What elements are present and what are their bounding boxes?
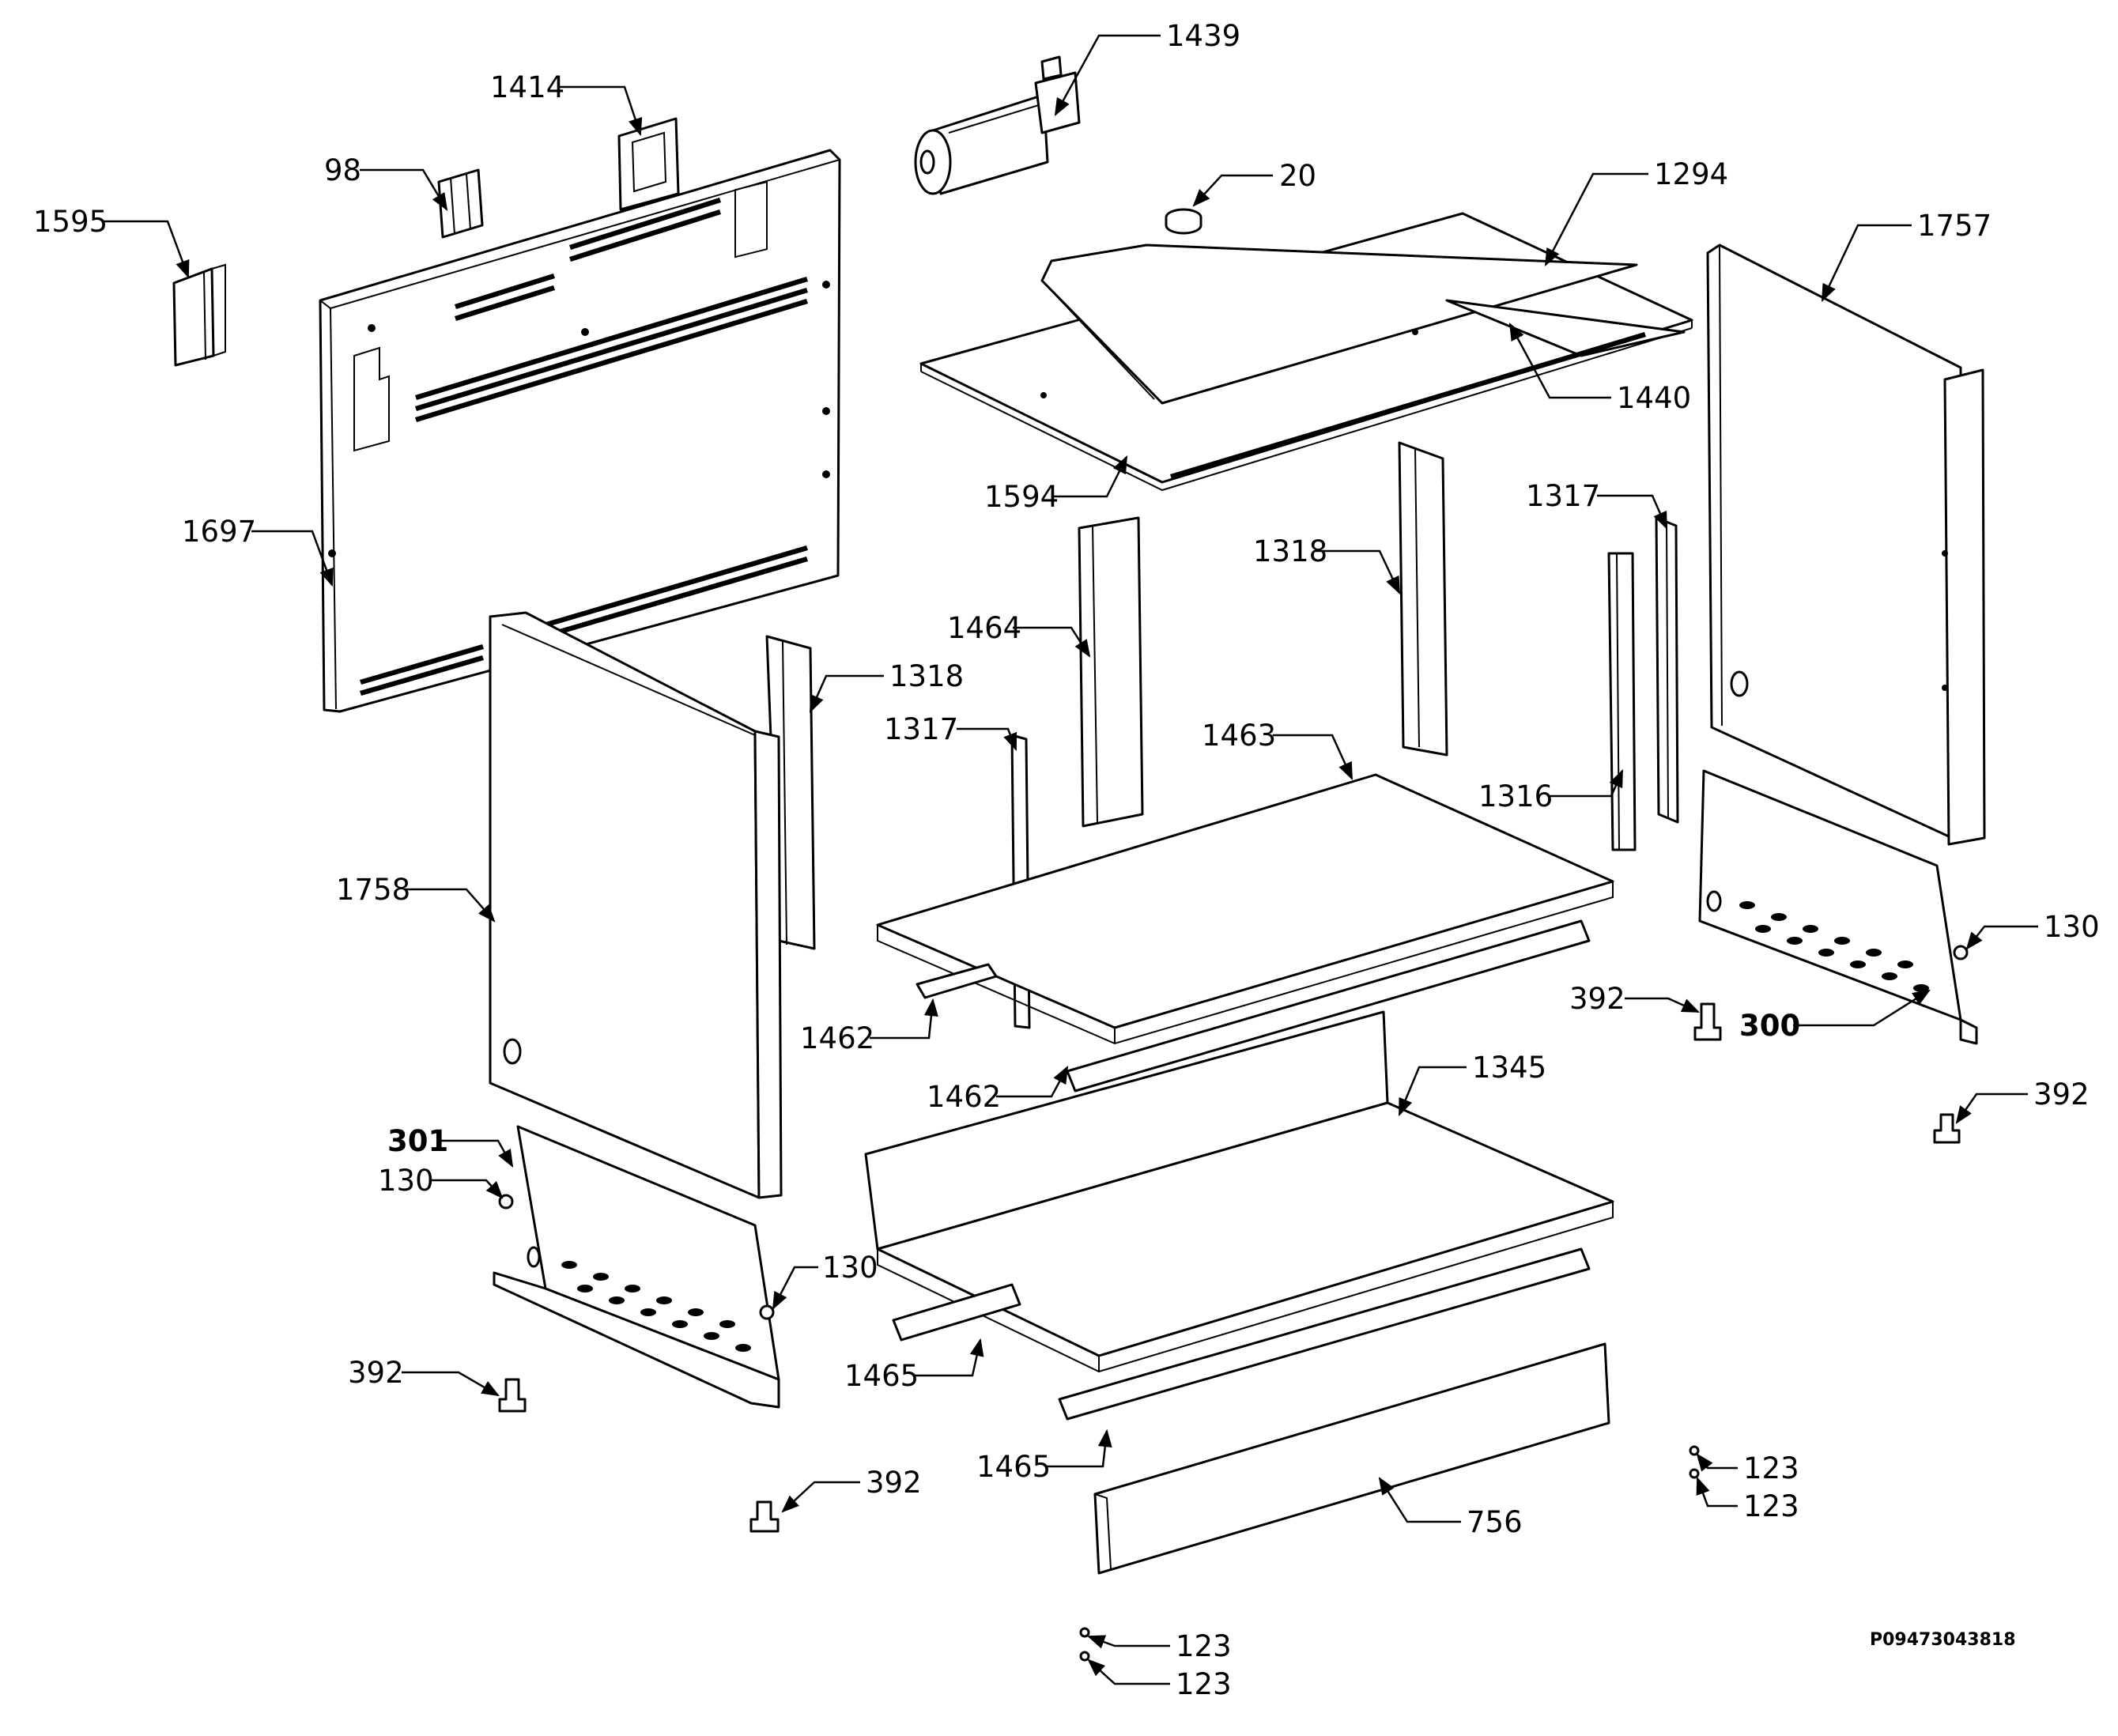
support-rail-lower-part xyxy=(892,1247,1591,1421)
callout-1345: 1345 xyxy=(1472,1051,1546,1085)
callout-392-mid: 392 xyxy=(1569,982,1625,1016)
callout-1594: 1594 xyxy=(984,480,1059,514)
callout-1318-left: 1318 xyxy=(889,659,964,693)
top-frame-part xyxy=(919,212,1693,492)
callout-1697: 1697 xyxy=(182,515,256,549)
callout-130-left: 130 xyxy=(378,1164,434,1198)
small-screw-part xyxy=(1079,1445,1700,1662)
drawing-code: P09473043818 xyxy=(1870,1630,2016,1650)
callout-1463: 1463 xyxy=(1202,719,1276,753)
leader-lines xyxy=(103,34,2038,1685)
callout-1462-lower: 1462 xyxy=(927,1080,1001,1114)
switch-bracket-part xyxy=(437,168,484,239)
callout-1595: 1595 xyxy=(33,205,108,239)
adjustable-foot-part xyxy=(498,1002,1961,1533)
cover-plate-part xyxy=(617,117,680,211)
callout-123-right-lower: 123 xyxy=(1743,1489,1799,1523)
callout-1318-right: 1318 xyxy=(1253,534,1327,568)
callout-123-right-upper: 123 xyxy=(1743,1451,1799,1485)
callout-1316: 1316 xyxy=(1478,779,1553,813)
callout-130-mid: 130 xyxy=(822,1251,878,1285)
callout-1462-upper: 1462 xyxy=(800,1021,874,1055)
callout-1464: 1464 xyxy=(947,611,1021,645)
screw-part xyxy=(498,945,1969,1320)
callout-392-bottom: 392 xyxy=(866,1466,922,1500)
corner-post-part xyxy=(1607,552,1637,851)
callout-1758: 1758 xyxy=(336,873,410,907)
left-foot-bracket-part xyxy=(493,1125,780,1409)
callout-130-right: 130 xyxy=(2044,910,2100,944)
callout-1317-right: 1317 xyxy=(1526,479,1600,513)
callout-1757: 1757 xyxy=(1917,209,1992,243)
callout-123-bottom-upper: 123 xyxy=(1176,1629,1232,1663)
right-foot-bracket-part xyxy=(1698,769,1978,1045)
callout-1440: 1440 xyxy=(1617,381,1691,415)
callout-98: 98 xyxy=(324,153,361,187)
callout-392-right: 392 xyxy=(2033,1077,2090,1111)
callout-392-left: 392 xyxy=(348,1356,404,1390)
right-side-panel-part xyxy=(1706,243,1986,846)
tangential-fan-part xyxy=(914,55,1081,195)
bushing-ring-part xyxy=(1165,208,1202,235)
callout-1414: 1414 xyxy=(490,70,564,104)
small-bracket-part xyxy=(172,263,226,367)
callout-756: 756 xyxy=(1467,1505,1523,1539)
support-rail-upper-part xyxy=(916,919,1591,1093)
callout-1465-lower: 1465 xyxy=(976,1450,1051,1484)
front-brace-part xyxy=(1078,516,1144,828)
base-pan-part xyxy=(864,1010,1614,1373)
rear-panel-part xyxy=(319,149,841,713)
callout-300: 300 xyxy=(1739,1009,1800,1043)
callout-1317-left: 1317 xyxy=(884,712,958,746)
left-side-panel-part xyxy=(489,611,783,1199)
callout-1465-upper: 1465 xyxy=(844,1359,919,1393)
callout-20: 20 xyxy=(1279,159,1316,193)
kick-plate-part xyxy=(1093,1342,1610,1575)
callout-labels: 1439 1414 98 1595 20 1294 1757 1440 1594… xyxy=(33,19,2100,1701)
callout-123-bottom-lower: 123 xyxy=(1176,1667,1232,1701)
vertical-brace-right-part xyxy=(1398,441,1448,757)
callout-1439: 1439 xyxy=(1166,19,1240,53)
callout-1294: 1294 xyxy=(1654,157,1728,191)
vertical-rail-right-part xyxy=(1655,516,1679,824)
callout-301: 301 xyxy=(387,1124,448,1158)
oven-floor-shelf-part xyxy=(876,773,1614,1045)
